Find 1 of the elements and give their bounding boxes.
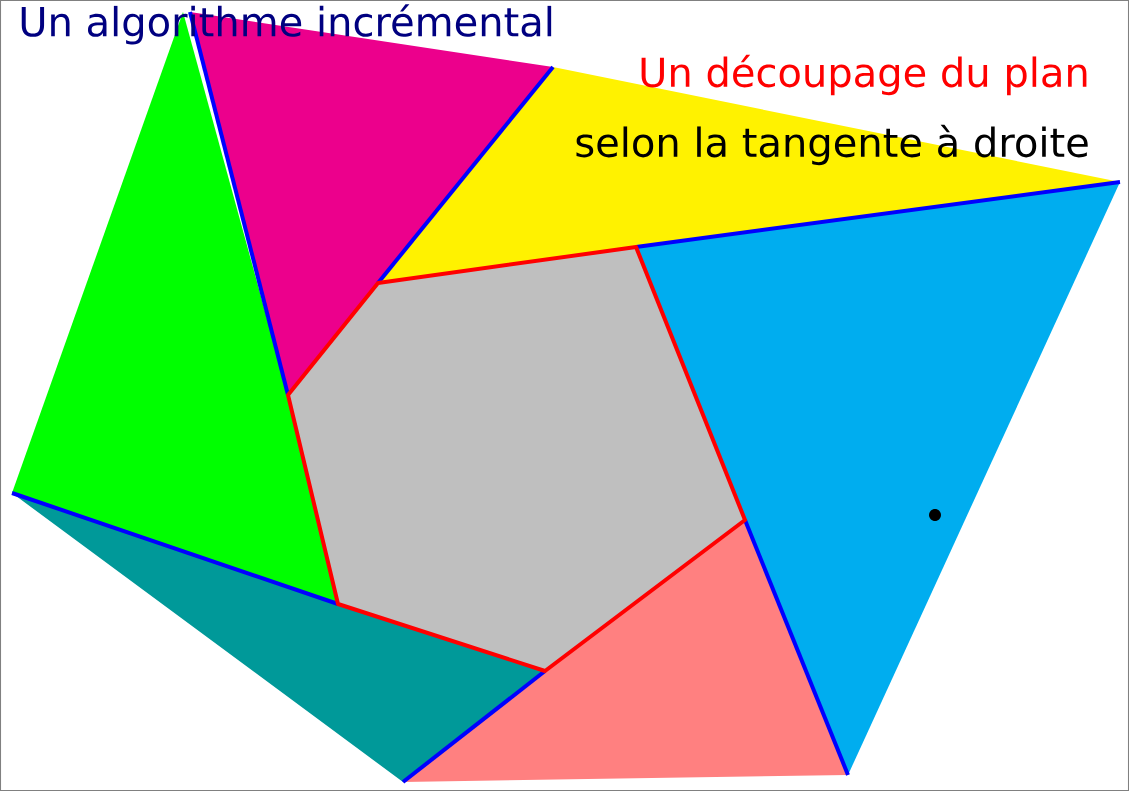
subtitle: Un découpage du plan: [641, 54, 1087, 96]
